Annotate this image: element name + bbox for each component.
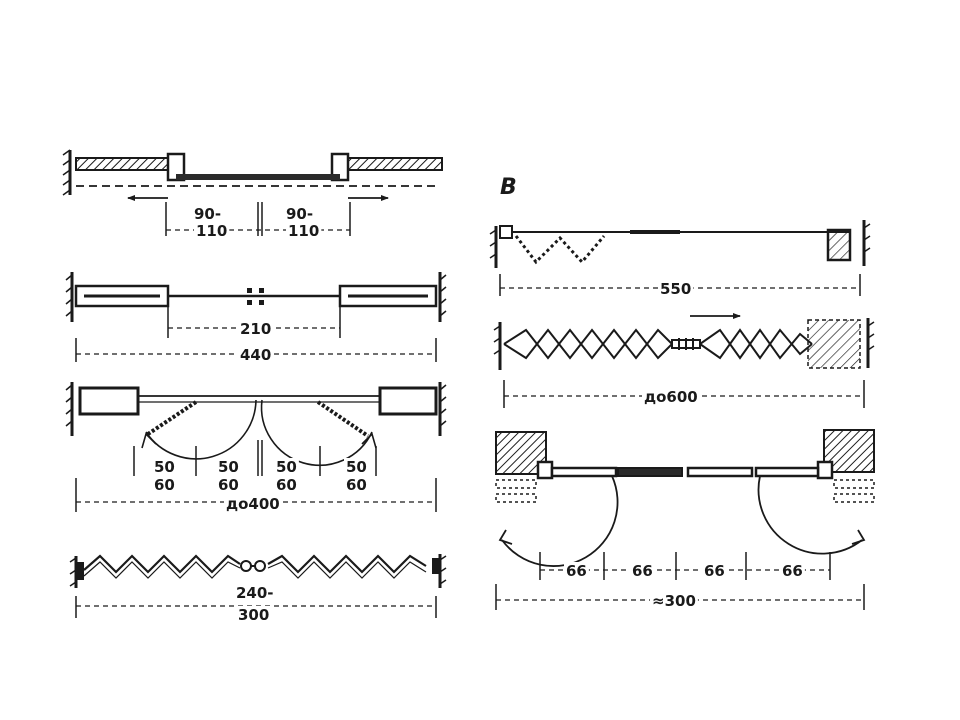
dim-inner-240: 240- — [236, 584, 274, 602]
scissor-center-link — [671, 338, 701, 350]
door-leaves-row — [550, 466, 820, 478]
left-wall — [62, 149, 72, 196]
right-leaf-swing-arc — [757, 475, 863, 555]
diagram-accordion-door: 240- 300 — [69, 554, 447, 624]
dim-v1-bottom: 60 — [154, 476, 175, 494]
left-leaf-swing-arc — [501, 475, 619, 567]
diagram-scissor-gate: до600 — [493, 313, 875, 408]
label-halo — [564, 562, 589, 580]
right-frame-block — [378, 386, 438, 416]
dim-total-550: 550 — [660, 280, 691, 298]
label-halo — [224, 495, 282, 513]
accordion-left-zigzag — [83, 554, 241, 574]
dim-inner-210: 210 — [240, 320, 271, 338]
label-halo — [152, 476, 177, 494]
gate-stack — [807, 319, 861, 369]
label-halo — [344, 458, 369, 476]
dim-v3-top: 50 — [276, 458, 297, 476]
diagram-folding-door: 50 60 50 60 50 60 50 60 до400 — [65, 382, 447, 513]
dim-right-bottom: 110 — [288, 222, 319, 240]
left-frame-block — [78, 386, 140, 416]
label-halo — [234, 584, 276, 602]
dim-left-top: 90- — [194, 205, 221, 223]
accordion-right-zigzag — [267, 554, 427, 574]
label-halo — [274, 458, 299, 476]
right-wall-block — [823, 429, 875, 473]
dim-total-600: до600 — [644, 388, 698, 406]
accordion-handle-right — [254, 560, 266, 572]
label-halo — [238, 320, 274, 338]
dim-seg2-66: 66 — [632, 562, 653, 580]
diagram-sliding-door: 90- 110 90- 110 — [62, 149, 443, 240]
right-folded-leaf — [316, 400, 370, 438]
door-leaves-closed — [176, 174, 340, 180]
label-halo — [274, 476, 299, 494]
dim-outer-440: 440 — [240, 346, 271, 364]
dim-right-top: 90- — [286, 205, 313, 223]
label-halo — [236, 606, 272, 624]
left-wall-section — [75, 157, 171, 171]
dim-v4-top: 50 — [346, 458, 367, 476]
label-halo — [194, 222, 230, 240]
label-halo — [658, 280, 694, 298]
label-halo — [152, 458, 177, 476]
right-swing-arc — [260, 399, 373, 466]
dim-v2-bottom: 60 — [218, 476, 239, 494]
label-halo — [284, 205, 316, 223]
label-halo — [238, 346, 274, 364]
dim-v3-bottom: 60 — [276, 476, 297, 494]
panel-stack — [826, 228, 852, 262]
label-halo — [780, 562, 805, 580]
label-halo — [216, 476, 241, 494]
dim-seg1-66: 66 — [566, 562, 587, 580]
dim-seg4-66: 66 — [782, 562, 803, 580]
section-label: В — [500, 175, 517, 200]
dim-v1-top: 50 — [154, 458, 175, 476]
dim-total-400: до400 — [226, 495, 280, 513]
label-halo — [286, 222, 322, 240]
label-halo — [642, 388, 700, 406]
scissor-lattice-right — [699, 328, 813, 360]
folded-panel-dashed — [514, 235, 606, 265]
door-handles — [247, 288, 264, 305]
dim-left-bottom: 110 — [196, 222, 227, 240]
label-halo — [192, 205, 224, 223]
left-folded-leaf — [146, 400, 198, 436]
left-swing-arc — [145, 399, 257, 460]
dim-outer-300: 300 — [238, 606, 269, 624]
dim-seg3-66: 66 — [704, 562, 725, 580]
accordion-handle-left — [240, 560, 252, 572]
label-halo — [630, 562, 655, 580]
diagram-four-leaf-door: 66 66 66 66 ≈300 — [495, 429, 875, 610]
label-halo — [216, 458, 241, 476]
label-halo — [702, 562, 727, 580]
diagram-pocket-door: 210 440 — [65, 272, 447, 364]
diagram-folding-panel: 550 — [489, 220, 871, 298]
label-halo — [344, 476, 369, 494]
scissor-lattice-left — [503, 328, 673, 360]
dim-total-300: ≈300 — [652, 592, 696, 610]
dim-v4-bottom: 60 — [346, 476, 367, 494]
right-wall-section — [345, 157, 443, 171]
dim-v2-top: 50 — [218, 458, 239, 476]
label-halo — [650, 592, 698, 610]
